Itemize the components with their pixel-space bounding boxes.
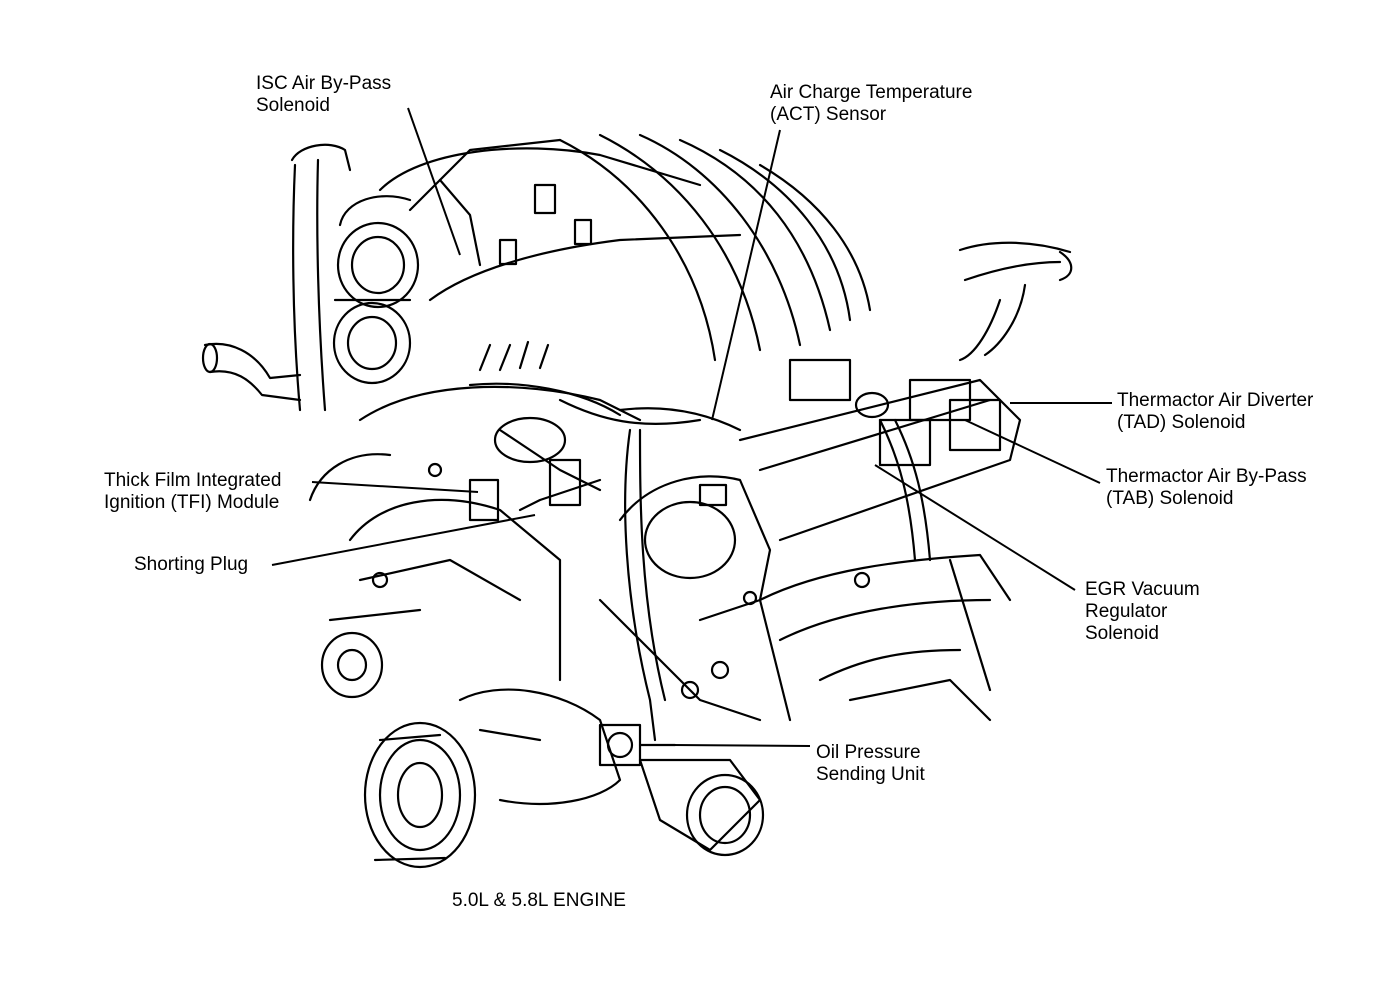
leader-lines (271, 107, 1112, 747)
act-sensor-label: Air Charge Temperature(ACT) Sensor (770, 82, 973, 125)
tab-solenoid-label: Thermactor Air By-Pass(TAB) Solenoid (1106, 466, 1307, 509)
engine-illustration (201, 133, 1073, 869)
tad-solenoid-label: Thermactor Air Diverter(TAD) Solenoid (1117, 390, 1314, 433)
diagram-caption: 5.0L & 5.8L ENGINE (452, 890, 626, 911)
shorting-plug-label: Shorting Plug (134, 554, 249, 575)
